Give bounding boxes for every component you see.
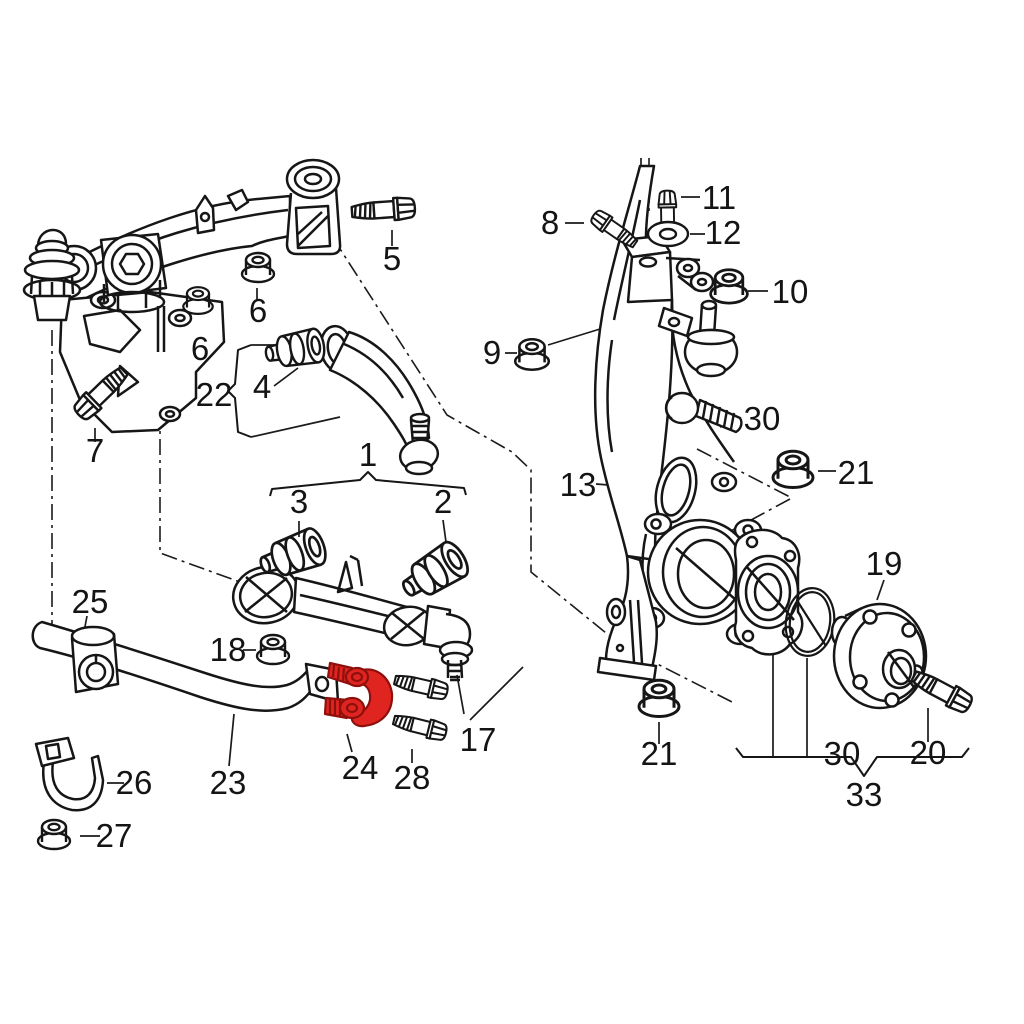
bracket-1 bbox=[269, 471, 467, 497]
clamp-bracket-26 bbox=[34, 736, 105, 812]
callout-30-upper: 30 bbox=[744, 400, 781, 437]
stabilizer-bushing-25 bbox=[70, 625, 120, 694]
callout-21-bottom: 21 bbox=[641, 735, 678, 772]
callout-6-lower: 6 bbox=[191, 330, 209, 367]
callout-25: 25 bbox=[72, 583, 109, 620]
nut-9 bbox=[513, 337, 551, 371]
stabilizer-bar-group bbox=[31, 620, 340, 812]
callout-12: 12 bbox=[705, 214, 742, 251]
stabilizer-link-24-highlight bbox=[323, 661, 394, 728]
knuckle-ball-joint bbox=[657, 299, 739, 378]
callout-23: 23 bbox=[210, 764, 247, 801]
callout-1: 1 bbox=[359, 436, 377, 473]
callout-22: 22 bbox=[196, 376, 233, 413]
callout-11: 11 bbox=[702, 179, 736, 216]
bolt-30 bbox=[664, 391, 743, 434]
callout-19: 19 bbox=[866, 545, 903, 582]
bolt-28-lower bbox=[390, 709, 450, 744]
subframe-assembly bbox=[22, 158, 342, 434]
knuckle-fork bbox=[665, 256, 715, 293]
nut-21-right bbox=[771, 449, 815, 489]
callout-20: 20 bbox=[910, 734, 947, 771]
ball-joint-stud bbox=[398, 412, 440, 476]
callout-21-right: 21 bbox=[838, 454, 875, 491]
callout-9: 9 bbox=[483, 334, 501, 371]
bracket-22 bbox=[227, 344, 252, 438]
leader-lines bbox=[80, 158, 929, 837]
callout-26: 26 bbox=[116, 764, 153, 801]
nut-18 bbox=[255, 633, 291, 666]
bolt-5 bbox=[350, 195, 417, 225]
knuckle-foot-clamp bbox=[596, 554, 659, 682]
nut-10 bbox=[709, 268, 749, 305]
bearing-flange bbox=[733, 528, 804, 656]
group-brackets bbox=[227, 344, 970, 777]
callout-17: 17 bbox=[460, 721, 497, 758]
hanger-bracket bbox=[285, 158, 342, 256]
upper-control-arm bbox=[319, 324, 440, 476]
callout-7: 7 bbox=[86, 432, 104, 469]
bolt-20 bbox=[907, 665, 976, 717]
ball-joint-17 bbox=[438, 612, 474, 682]
callout-5: 5 bbox=[383, 240, 401, 277]
callout-4: 4 bbox=[253, 368, 271, 405]
callout-27: 27 bbox=[96, 817, 133, 854]
beam-tab bbox=[226, 188, 250, 212]
callout-8: 8 bbox=[541, 204, 559, 241]
wheel-hub-19 bbox=[830, 602, 928, 710]
callout-28: 28 bbox=[394, 759, 431, 796]
callout-3: 3 bbox=[290, 483, 308, 520]
callout-18: 18 bbox=[210, 631, 247, 668]
bolt-28-upper bbox=[391, 669, 451, 703]
callout-2: 2 bbox=[434, 483, 452, 520]
bushing-2 bbox=[393, 536, 475, 609]
bushing-hex-nut bbox=[118, 252, 146, 276]
callout-33: 33 bbox=[846, 776, 883, 813]
callout-24: 24 bbox=[342, 749, 379, 786]
bracket-33 bbox=[735, 747, 970, 777]
bushing-4 bbox=[261, 326, 328, 373]
axis-line-bracket-vertical bbox=[159, 410, 263, 591]
callout-6-upper: 6 bbox=[249, 292, 267, 329]
callout-30-bottom: 30 bbox=[824, 735, 861, 772]
nut-6-lower bbox=[182, 286, 214, 315]
washer-12 bbox=[646, 220, 690, 248]
callout-labels: 5 6 6 7 22 4 1 3 2 18 25 26 23 27 24 28 … bbox=[72, 179, 947, 854]
nut-27 bbox=[36, 818, 72, 851]
nut-21-bottom bbox=[637, 678, 681, 718]
callout-10: 10 bbox=[772, 273, 809, 310]
lower-control-arm bbox=[231, 554, 474, 682]
nut-6-upper bbox=[240, 251, 276, 284]
bump-stop bbox=[22, 228, 82, 322]
beam-tab bbox=[194, 194, 216, 235]
callout-13: 13 bbox=[560, 466, 597, 503]
